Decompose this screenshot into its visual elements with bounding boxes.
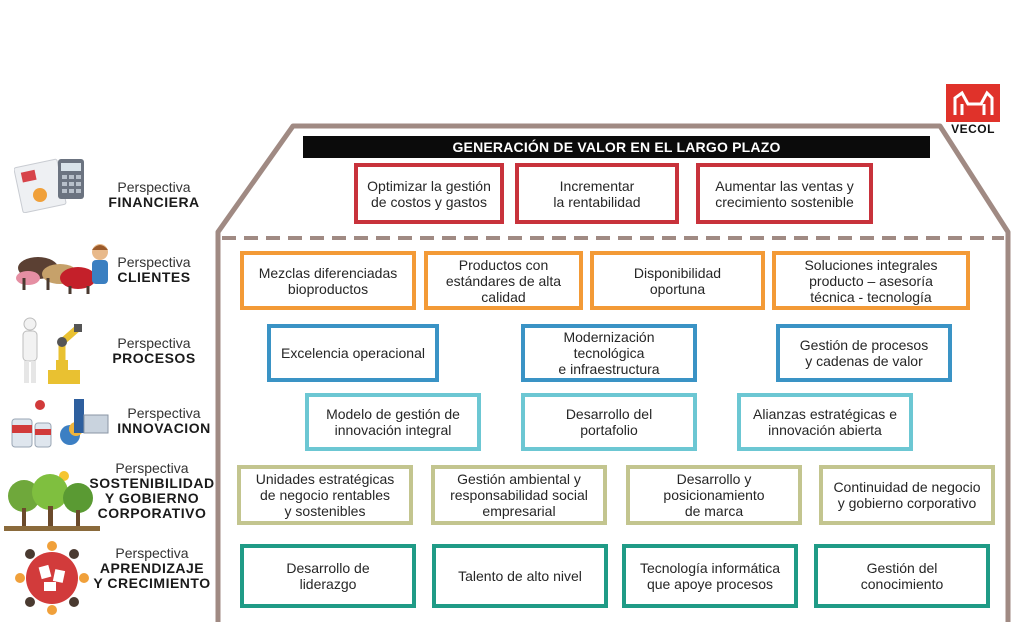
vecol-logo: VECOL (946, 84, 1000, 136)
finance-document-icon (14, 158, 84, 213)
objective-box-aprendizaje: Talento de alto nivel (432, 544, 608, 608)
logo-mark (946, 84, 1000, 122)
objective-box-sostenibilidad: Continuidad de negocio y gobierno corpor… (819, 465, 995, 525)
perspective-name: FINANCIERA (108, 194, 200, 210)
perspective-innovacion: Perspectiva INNOVACION (114, 406, 214, 436)
perspective-name: CLIENTES (117, 269, 191, 285)
objective-box-clientes: Disponibilidad oportuna (590, 251, 765, 310)
objective-box-aprendizaje: Tecnología informática que apoye proceso… (622, 544, 798, 608)
laboratory-icon (11, 399, 109, 448)
perspective-label: Perspectiva (117, 335, 191, 351)
objective-box-sostenibilidad: Gestión ambiental y responsabilidad soci… (431, 465, 607, 525)
perspective-label: Perspectiva (127, 405, 201, 421)
objective-box-innovacion: Alianzas estratégicas e innovación abier… (737, 393, 913, 451)
perspective-label: Perspectiva (115, 460, 189, 476)
objective-box-financiera: Incrementar la rentabilidad (515, 163, 679, 224)
objective-box-innovacion: Desarrollo del portafolio (521, 393, 697, 451)
trees-icon (4, 471, 100, 531)
objective-box-aprendizaje: Gestión del conocimiento (814, 544, 990, 608)
objective-box-aprendizaje: Desarrollo de liderazgo (240, 544, 416, 608)
livestock-icon (16, 244, 108, 294)
perspective-sostenibilidad: Perspectiva SOSTENIBILIDAD Y GOBIERNO CO… (88, 461, 216, 521)
objective-box-clientes: Productos con estándares de alta calidad (424, 251, 583, 310)
perspective-financiera: Perspectiva FINANCIERA (104, 180, 204, 210)
objective-box-procesos: Gestión de procesos y cadenas de valor (776, 324, 952, 382)
objective-box-sostenibilidad: Unidades estratégicas de negocio rentabl… (237, 465, 413, 525)
value-generation-title: GENERACIÓN DE VALOR EN EL LARGO PLAZO (303, 136, 930, 158)
perspective-name: INNOVACION (117, 420, 211, 436)
team-meeting-icon (15, 541, 89, 615)
robot-arm-worker-icon (22, 317, 82, 384)
perspective-procesos: Perspectiva PROCESOS (104, 336, 204, 366)
objective-box-clientes: Mezclas diferenciadas bioproductos (240, 251, 416, 310)
perspective-label: Perspectiva (117, 254, 191, 270)
objective-box-procesos: Modernización tecnológica e infraestruct… (521, 324, 697, 382)
perspective-clientes: Perspectiva CLIENTES (104, 255, 204, 285)
objective-box-financiera: Aumentar las ventas y crecimiento sosten… (696, 163, 873, 224)
perspective-name: SOSTENIBILIDAD Y GOBIERNO CORPORATIVO (89, 475, 215, 521)
perspective-name: APRENDIZAJE Y CRECIMIENTO (93, 560, 211, 591)
objective-box-procesos: Excelencia operacional (267, 324, 439, 382)
perspective-label: Perspectiva (117, 179, 191, 195)
objective-box-innovacion: Modelo de gestión de innovación integral (305, 393, 481, 451)
objective-box-sostenibilidad: Desarrollo y posicionamiento de marca (626, 465, 802, 525)
perspective-name: PROCESOS (112, 350, 196, 366)
logo-text: VECOL (951, 122, 995, 136)
objective-box-clientes: Soluciones integrales producto – asesorí… (772, 251, 970, 310)
objective-box-financiera: Optimizar la gestión de costos y gastos (354, 163, 504, 224)
perspective-label: Perspectiva (115, 545, 189, 561)
perspective-aprendizaje: Perspectiva APRENDIZAJE Y CRECIMIENTO (88, 546, 216, 591)
